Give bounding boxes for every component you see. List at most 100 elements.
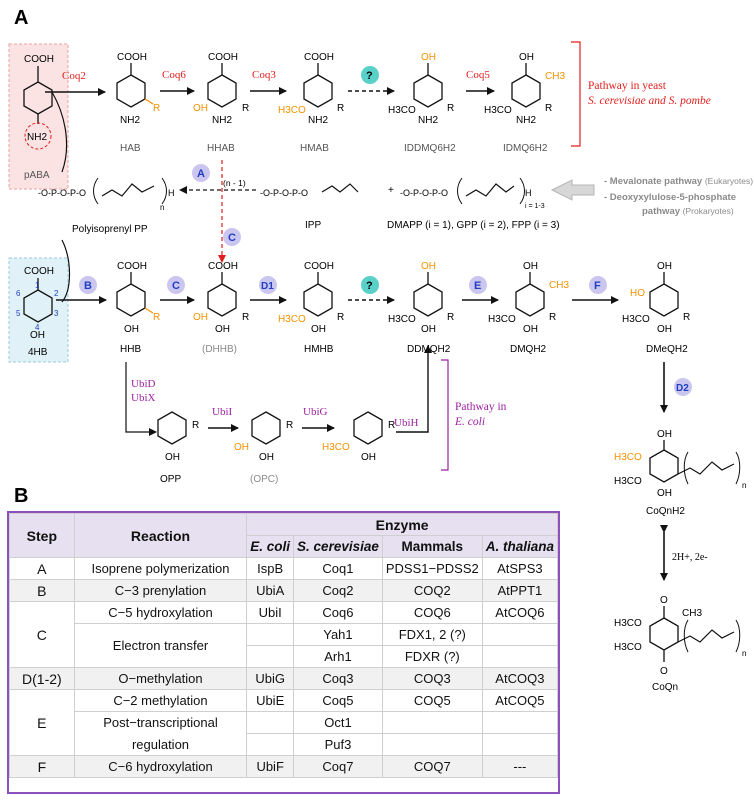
enzyme-coq5: Coq5 [466, 69, 490, 81]
svg-text:OH: OH [215, 324, 230, 335]
hmhb-structure: COOH H3CO R OH [278, 261, 344, 335]
compound-hab: HAB [120, 143, 141, 154]
svg-text:HO: HO [630, 288, 645, 299]
dmq-structure: OH CH3 H3CO R OH [488, 261, 569, 335]
enzyme-ubid: UbiD [131, 378, 156, 390]
compound-opp: OPP [160, 474, 181, 485]
dhhb-structure: COOH OH R OH [193, 261, 249, 335]
4hb-highlight-box [8, 257, 69, 363]
svg-text:NH2: NH2 [120, 115, 140, 126]
compound-dmeq: DMeQH2 [646, 344, 688, 355]
enzyme-table: Step Reaction Enzyme E. coli S. cerevisi… [7, 511, 560, 794]
hab-structure: COOH R NH2 [116, 52, 160, 126]
table-header-step: Step [9, 513, 75, 558]
table-header-reaction: Reaction [73, 513, 248, 558]
yeast-note-line1: Pathway in yeast [588, 80, 667, 92]
table-row: regulation Puf3 [10, 733, 559, 756]
svg-text:CH3: CH3 [545, 71, 565, 82]
arrow-hhb-to-opp [125, 362, 157, 436]
svg-text:COOH: COOH [24, 54, 54, 65]
svg-text:R: R [286, 420, 293, 431]
svg-text:n: n [742, 649, 746, 658]
svg-text:R: R [153, 103, 160, 114]
svg-text:OH: OH [657, 261, 672, 272]
step-circle-b: B [84, 280, 92, 292]
compound-hmhb: HMHB [304, 344, 334, 355]
enzyme-coq2: Coq2 [62, 70, 86, 82]
omp-structure: R H3CO OH [322, 411, 395, 463]
arrow-paba-branch [51, 91, 68, 173]
svg-text:H3CO: H3CO [278, 105, 306, 116]
table-header-mammals: Mammals [381, 535, 483, 558]
arrow-polyprenyl-to-b [61, 239, 71, 303]
svg-text:H3CO: H3CO [614, 452, 642, 463]
step-circle-a: A [197, 168, 205, 180]
svg-text:NH2: NH2 [212, 115, 232, 126]
svg-text:OH: OH [523, 324, 538, 335]
svg-text:OH: OH [519, 52, 534, 63]
idmq-structure: OH CH3 H3CO R NH2 [484, 52, 565, 126]
svg-text:H3CO: H3CO [322, 442, 350, 453]
svg-text:R: R [549, 312, 556, 323]
note-dxp-line2: pathway (Prokaryotes) [642, 206, 734, 217]
svg-text:H3CO: H3CO [388, 314, 416, 325]
svg-text:-O-P-O-P-O: -O-P-O-P-O [260, 188, 308, 198]
svg-text:OH: OH [421, 324, 436, 335]
compound-hhab: HHAB [207, 143, 235, 154]
ecoli-note-line1: Pathway in [455, 401, 507, 413]
step-unknown-top: ? [366, 70, 373, 82]
svg-text:-O-P-O-P-O: -O-P-O-P-O [400, 188, 448, 198]
dmapp-structure: -O-P-O-P-O H i = 1-3 [400, 177, 545, 210]
svg-text:R: R [447, 312, 454, 323]
svg-text:NH2: NH2 [418, 115, 438, 126]
compound-hhb: HHB [120, 344, 141, 355]
svg-text:COOH: COOH [208, 52, 238, 63]
svg-text:OH: OH [124, 324, 139, 335]
svg-text:H: H [168, 188, 175, 198]
svg-text:OH: OH [259, 452, 274, 463]
step-circle-d2: D2 [676, 383, 689, 394]
svg-text:OH: OH [193, 103, 208, 114]
ecoli-note-line2: E. coli [454, 416, 485, 428]
enzyme-ubih: UbiH [394, 417, 419, 429]
svg-text:OH: OH [361, 452, 376, 463]
svg-text:H3CO: H3CO [278, 314, 306, 325]
svg-text:H3CO: H3CO [622, 314, 650, 325]
svg-text:OH: OH [30, 330, 45, 341]
gray-source-arrow [550, 179, 595, 201]
svg-text:H3CO: H3CO [388, 105, 416, 116]
svg-text:3: 3 [54, 309, 59, 318]
compound-iddmq: IDDMQ6H2 [404, 143, 456, 154]
svg-text:5: 5 [16, 309, 21, 318]
svg-text:H3CO: H3CO [614, 642, 642, 653]
svg-text:R: R [683, 312, 690, 323]
svg-text:4: 4 [35, 323, 40, 332]
polyprenyl-structure: -O-P-O-P-O H n [38, 177, 175, 212]
svg-text:-O-P-O-P-O: -O-P-O-P-O [38, 188, 86, 198]
svg-text:O: O [660, 666, 668, 677]
svg-text:1: 1 [35, 281, 40, 290]
enzyme-ubix: UbiX [131, 392, 156, 404]
svg-text:CH3: CH3 [682, 608, 702, 619]
svg-text:i = 1-3: i = 1-3 [525, 203, 545, 210]
table-header-ecoli: E. coli [246, 535, 295, 558]
enzyme-ubii: UbiI [212, 406, 233, 418]
svg-text:H: H [525, 188, 532, 198]
svg-text:NH2: NH2 [27, 132, 47, 143]
compound-coqh2: CoQnH2 [646, 506, 685, 517]
compound-ddmq: DDMQH2 [407, 344, 451, 355]
svg-text:H3CO: H3CO [614, 618, 642, 629]
compound-dmapp: DMAPP (i = 1), GPP (i = 2), FPP (i = 3) [387, 220, 560, 231]
step-circle-c: C [172, 280, 180, 292]
arrow-ubih [396, 345, 432, 433]
compound-coq: CoQn [652, 682, 678, 693]
panel-label-b: B [14, 485, 28, 507]
dmeq-structure: OH HO H3CO R OH [622, 261, 690, 335]
compound-dhhb: (DHHB) [202, 344, 237, 355]
yeast-bracket [571, 41, 581, 147]
compound-dmq: DMQH2 [510, 344, 547, 355]
